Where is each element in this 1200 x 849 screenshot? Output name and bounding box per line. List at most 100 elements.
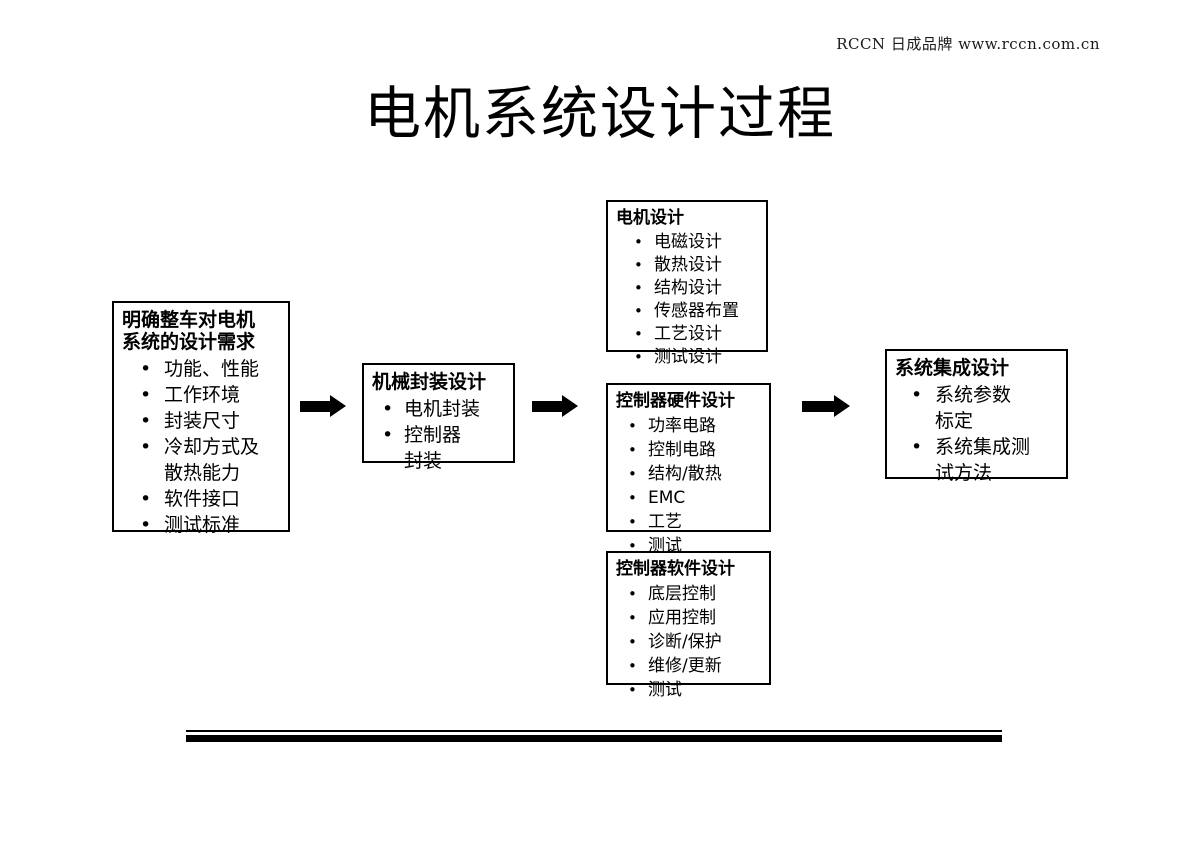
node-controller-hardware-design-title: 控制器硬件设计 bbox=[616, 391, 735, 411]
list-item-text-cont: 标定 bbox=[935, 410, 974, 432]
bullet-icon: • bbox=[634, 279, 643, 297]
node-system-integration-design-bullets: •系统参数标定 •系统集成测试方法 bbox=[895, 382, 1060, 486]
bullet-icon: • bbox=[634, 233, 643, 251]
node-controller-hardware-design-bullets: •功率电路 •控制电路 •结构/散热 •EMC •工艺 •测试 bbox=[616, 414, 763, 558]
list-item-text: 软件接口 bbox=[164, 488, 241, 510]
list-item-text: 测试设计 bbox=[654, 347, 722, 367]
node-controller-software-design[interactable]: 控制器软件设计 • 底层控制 • 应用控制 • 诊断/保护 • 维修/更新 • 测试 bbox=[606, 551, 771, 700]
bullet-icon: • bbox=[382, 398, 394, 420]
list-item: •软件接口 bbox=[122, 486, 282, 512]
node-mechanical-packaging[interactable]: 机械封装设计 •电机封装 • 控制器封装 bbox=[362, 363, 515, 472]
arrow-head-icon bbox=[330, 395, 346, 417]
node-controller-software-design-title: 控制器软件设计 bbox=[616, 559, 735, 579]
list-item-text: 测试标准 bbox=[164, 514, 241, 536]
bullet-icon: • bbox=[628, 537, 637, 555]
node-system-integration-design[interactable]: 系统集成设计 •系统参数标定 •系统集成测试方法 bbox=[885, 349, 1068, 484]
bullet-icon: • bbox=[628, 609, 637, 627]
list-item-text: 工作环境 bbox=[164, 384, 241, 406]
bullet-icon: • bbox=[634, 348, 643, 366]
node-motor-design-title: 电机设计 bbox=[616, 208, 684, 228]
list-item-text-cont: 散热能力 bbox=[164, 462, 241, 484]
list-item: • 测试设计 bbox=[616, 346, 760, 369]
list-item-text: 传感器布置 bbox=[654, 301, 739, 321]
bullet-icon: • bbox=[634, 256, 643, 274]
page-title: 电机系统设计过程 bbox=[364, 81, 836, 147]
list-item: • 结构设计 bbox=[616, 277, 760, 300]
bullet-icon: • bbox=[628, 585, 637, 603]
list-item: • 电磁设计 bbox=[616, 231, 760, 254]
list-item-text: 功能、性能 bbox=[164, 358, 260, 380]
bullet-icon: • bbox=[628, 465, 637, 483]
bullet-icon: • bbox=[628, 657, 637, 675]
node-controller-hardware-design[interactable]: 控制器硬件设计 •功率电路 •控制电路 •结构/散热 •EMC •工艺 •测试 bbox=[606, 383, 771, 556]
list-item-text: 底层控制 bbox=[648, 584, 716, 604]
list-item-text: 维修/更新 bbox=[648, 656, 722, 676]
arrow-shaft bbox=[532, 401, 562, 412]
list-item-text: 功率电路 bbox=[648, 416, 716, 436]
bullet-icon: • bbox=[911, 384, 923, 406]
node-requirements-bullets: • 功能、性能 • 工作环境 • 封装尺寸 • 冷却方式及散热能力 •软件接口 • 测试标… bbox=[122, 356, 282, 538]
list-item-text: 结构设计 bbox=[654, 278, 722, 298]
header-branding-note: RCCN 日成品牌 www.rccn.com.cn bbox=[836, 35, 1100, 53]
list-item: • 散热设计 bbox=[616, 254, 760, 277]
bullet-icon: • bbox=[628, 417, 637, 435]
list-item: • 结构/散热 bbox=[616, 462, 763, 486]
list-item-text: EMC bbox=[648, 488, 686, 508]
list-item-text: 测试 bbox=[648, 680, 682, 700]
bullet-icon: • bbox=[634, 325, 643, 343]
list-item: • 应用控制 bbox=[616, 606, 763, 630]
list-item: • 冷却方式及散热能力 bbox=[122, 434, 282, 486]
arrow-requirements-to-mechanical bbox=[300, 395, 346, 417]
list-item-text: 结构/散热 bbox=[648, 464, 722, 484]
bullet-icon: • bbox=[911, 436, 923, 458]
list-item: •电机封装 bbox=[372, 396, 507, 422]
list-item: •控制器封装 bbox=[372, 422, 507, 474]
bullet-icon: • bbox=[628, 441, 637, 459]
list-item-text: 散热设计 bbox=[654, 255, 722, 275]
bullet-icon: • bbox=[628, 513, 637, 531]
node-motor-design[interactable]: 电机设计 • 电磁设计 • 散热设计 • 结构设计 • 传感器布置 • 工艺设计 • 测试设… bbox=[606, 200, 768, 367]
list-item-text: 冷却方式及 bbox=[164, 436, 260, 458]
list-item: •控制电路 bbox=[616, 438, 763, 462]
list-item: • 测试标准 bbox=[122, 512, 282, 538]
list-item-text: 电磁设计 bbox=[654, 232, 722, 252]
bullet-icon: • bbox=[628, 681, 637, 699]
bullet-icon: • bbox=[140, 410, 152, 432]
footer-rule-thick bbox=[186, 735, 1002, 742]
list-item: • 功率电路 bbox=[616, 414, 763, 438]
list-item: • 诊断/保护 bbox=[616, 630, 763, 654]
arrow-head-icon bbox=[834, 395, 850, 417]
node-mechanical-packaging-bullets: •电机封装 • 控制器封装 bbox=[372, 396, 507, 474]
list-item: • 工艺 bbox=[616, 510, 763, 534]
list-item-text: 封装尺寸 bbox=[164, 410, 241, 432]
list-item-text: 系统集成测 bbox=[935, 436, 1031, 458]
bullet-icon: • bbox=[140, 358, 152, 380]
node-requirements-title-line2: 系统的设计需求 bbox=[122, 331, 256, 353]
node-controller-software-design-bullets: • 底层控制 • 应用控制 • 诊断/保护 • 维修/更新 • 测试 bbox=[616, 582, 763, 702]
arrow-head-icon bbox=[562, 395, 578, 417]
node-mechanical-packaging-title: 机械封装设计 bbox=[372, 371, 487, 393]
list-item: •系统参数标定 bbox=[895, 382, 1060, 434]
list-item: • 功能、性能 bbox=[122, 356, 282, 382]
list-item-text: 工艺设计 bbox=[654, 324, 722, 344]
bullet-icon: • bbox=[628, 633, 637, 651]
arrow-mechanical-to-design-column bbox=[532, 395, 578, 417]
list-item-text-cont: 封装 bbox=[404, 450, 443, 472]
list-item: • 传感器布置 bbox=[616, 300, 760, 323]
list-item: • 工作环境 bbox=[122, 382, 282, 408]
node-requirements[interactable]: 明确整车对电机 系统的设计需求 •功能、性能 •工作环境 •封装尺寸 •冷却方式… bbox=[112, 301, 290, 536]
list-item-text: 诊断/保护 bbox=[648, 632, 722, 652]
node-system-integration-design-title: 系统集成设计 bbox=[895, 357, 1010, 379]
list-item-text: 控制器 bbox=[404, 424, 462, 446]
bullet-icon: • bbox=[634, 302, 643, 320]
list-item: • 底层控制 bbox=[616, 582, 763, 606]
list-item-text: 工艺 bbox=[648, 512, 682, 532]
list-item: • 测试 bbox=[616, 678, 763, 702]
list-item: • 工艺设计 bbox=[616, 323, 760, 346]
bullet-icon: • bbox=[140, 384, 152, 406]
bullet-icon: • bbox=[140, 514, 152, 536]
list-item-text: 应用控制 bbox=[648, 608, 716, 628]
list-item: •系统集成测试方法 bbox=[895, 434, 1060, 486]
bullet-icon: • bbox=[140, 436, 152, 458]
